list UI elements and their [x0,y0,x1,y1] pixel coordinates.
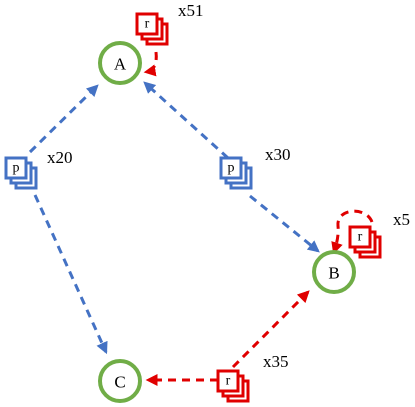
stack-square [219,156,243,180]
edge-p-left-to-c [33,194,108,355]
edge-r-right-to-b [331,209,374,255]
node-c-label: C [114,373,125,392]
count-r-top: x51 [178,1,204,20]
stack-square [348,225,372,249]
stack-letter: p [13,161,20,176]
stack-letter: r [358,230,363,245]
edge-p-mid-to-a [143,81,230,160]
p-stack-middle: p [219,156,253,190]
node-b: B [312,250,356,294]
node-b-label: B [328,264,339,283]
stack-square [216,369,240,393]
node-c: C [98,359,142,403]
node-a: A [98,41,142,85]
count-r-right: x5 [393,210,410,229]
p-stack-left: p [4,156,38,190]
node-a-label: A [114,55,127,74]
edge-r-bottom-to-b [231,290,310,369]
stack-square [135,12,159,36]
count-p-left: x20 [47,148,73,167]
r-stack-bottom: r [216,369,250,403]
stack-letter: p [228,161,235,176]
stack-square [4,156,28,180]
count-p-middle: x30 [265,145,291,164]
stack-letter: r [226,374,231,389]
r-stack-right: r [348,225,382,259]
edge-p-left-to-a [28,84,99,154]
r-stack-top: r [135,12,169,46]
count-r-bottom: x35 [263,352,289,371]
edge-r-top-to-a [143,51,158,77]
edge-p-mid-to-b [249,194,320,253]
stack-letter: r [145,17,150,32]
